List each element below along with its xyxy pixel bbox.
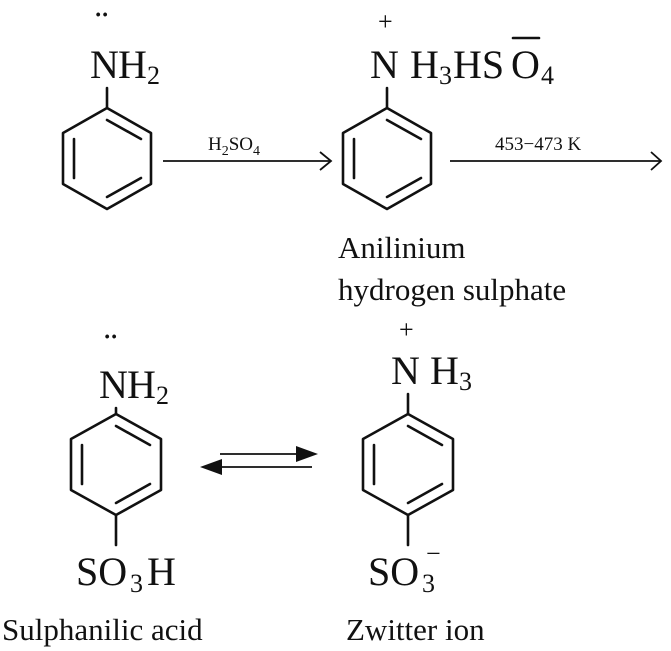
zwitter-ion-structure: + N H 3 SO 3 − Zwitter ion	[346, 315, 485, 647]
aniline-ring	[61, 106, 153, 211]
anilinium-n-atom: N	[370, 42, 399, 87]
forward-arrow-head	[296, 446, 318, 462]
sulphanilic-h: H	[127, 362, 156, 407]
aniline-n-atom: N	[90, 42, 119, 87]
arrow-head	[650, 151, 663, 171]
zwitter-ring-double-bond	[406, 482, 444, 505]
zwitter-ring-double-bond	[406, 424, 444, 447]
anilinium-o-subscript: 4	[541, 61, 554, 90]
lone-pair-dots: ¨	[104, 324, 117, 369]
zwitter-h: H	[430, 348, 459, 393]
negative-charge: −	[426, 539, 441, 568]
anilinium-ring-double-bond	[385, 118, 423, 141]
sulpho-subscript: 3	[130, 569, 143, 598]
temperature-condition: 453−473 K	[495, 134, 581, 155]
sulphonate-group: SO	[368, 549, 419, 594]
anilinium-ring-double-bond	[385, 176, 423, 199]
zwitter-n-atom: N	[391, 348, 420, 393]
sulphanilic-h-subscript: 2	[156, 381, 169, 410]
zwitter-ion-label: Zwitter ion	[346, 612, 485, 647]
reagent-label: H2SO4	[208, 134, 260, 159]
sulphanilic-acid-structure: ¨ N H 2 SO 3 H Sulphanilic acid	[2, 324, 203, 647]
sulphanilic-ring-double-bond	[114, 424, 152, 447]
sulphanilic-n-atom: N	[99, 362, 128, 407]
anilinium-label-line1: Anilinium	[338, 230, 465, 265]
sulphanilic-ring	[69, 412, 163, 517]
sulphonate-subscript: 3	[422, 569, 435, 598]
anilinium-h-subscript: 3	[439, 61, 452, 90]
aniline-ring-double-bond	[105, 118, 143, 141]
zwitter-ring	[361, 412, 455, 517]
anilinium-hs: HS	[453, 42, 504, 87]
anilinium-label-line2: hydrogen sulphate	[338, 272, 566, 307]
aniline-h: H	[118, 42, 147, 87]
anilinium-ring	[341, 106, 433, 211]
reaction-arrow-2: 453−473 K	[450, 134, 663, 171]
aniline-structure: ¨ N H 2	[61, 2, 160, 211]
lone-pair-dots: ¨	[95, 2, 108, 47]
reverse-arrow-head	[200, 459, 222, 475]
sulpho-h: H	[147, 549, 176, 594]
anilinium-h: H	[410, 42, 439, 87]
aniline-ring-double-bond	[105, 176, 143, 199]
arrow-head	[319, 151, 333, 171]
sulphanilic-acid-label: Sulphanilic acid	[2, 612, 203, 647]
anilinium-o: O	[511, 42, 540, 87]
positive-charge: +	[378, 7, 393, 36]
anilinium-structure: + N H 3 HS O 4 Anilinium hydrogen sulpha…	[338, 7, 566, 307]
sulphanilic-ring-double-bond	[114, 482, 152, 505]
reaction-arrow-1: H2SO4	[163, 134, 333, 171]
positive-charge: +	[399, 315, 414, 344]
equilibrium-arrows	[200, 446, 318, 475]
aniline-h-subscript: 2	[147, 61, 160, 90]
zwitter-h-subscript: 3	[459, 367, 472, 396]
sulpho-group: SO	[76, 549, 127, 594]
